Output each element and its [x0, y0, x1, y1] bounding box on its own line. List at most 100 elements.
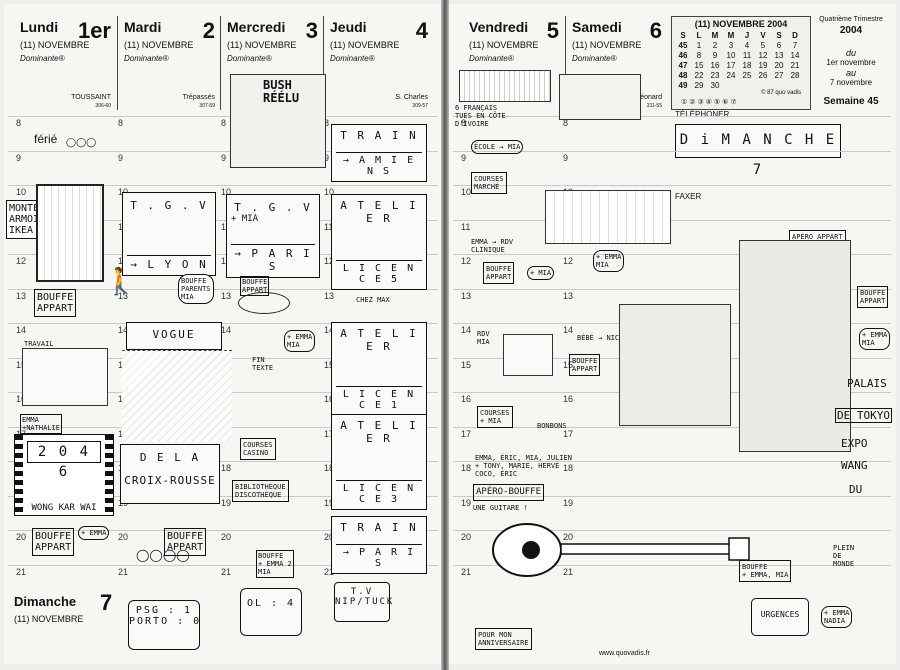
day-dominante: Dominante® — [469, 54, 514, 63]
note-bouffe-emma-mia: BOUFFE + EMMA, MIA — [739, 560, 792, 582]
calendar-day-cell: 13 — [774, 50, 784, 60]
moon-phases-icon: ① ② ③ ④ ⑤ ⑥ ⑦ — [681, 99, 737, 106]
hour-line — [453, 116, 891, 117]
hour-line — [453, 185, 891, 186]
hour-line — [453, 495, 891, 497]
licence-label: L I C E N C E 3 — [336, 480, 422, 505]
au-date: 7 novembre — [829, 78, 873, 87]
hour-line — [453, 219, 891, 221]
paris-label: → P A R I S — [336, 544, 422, 569]
semaine-label: Semaine 45 — [823, 96, 879, 107]
day-number: 2 — [202, 18, 215, 43]
hour-line — [453, 426, 891, 428]
du-label: du — [845, 48, 856, 58]
calendar-day-cell: 46 — [678, 50, 688, 60]
hour-label: 15 — [324, 359, 335, 370]
tgv-label: T . G . V — [130, 199, 208, 212]
calendar-day-cell: 23 — [710, 70, 720, 80]
day-dominante: Dominante® — [330, 54, 375, 63]
paris-label: → P A R I S — [231, 244, 315, 273]
sailboat-drawing — [503, 334, 553, 376]
calendar-day-cell: 20 — [774, 60, 784, 70]
hour-label: 10 — [324, 187, 335, 197]
hour-label: 20 — [563, 532, 574, 542]
day-column-monday: Lundi 1er (11) NOVEMBRE Dominante® TOUSS… — [14, 16, 117, 110]
day-code: 306-60 — [95, 103, 111, 109]
hour-label: 12 — [16, 256, 27, 266]
calendar-day-cell: 49 — [678, 80, 688, 90]
hour-label: 8 — [16, 118, 22, 128]
calendar-day-cell: 28 — [790, 70, 800, 80]
ferie-circles-icon: ◯◯◯ — [66, 137, 97, 147]
hour-label: 8 — [118, 118, 124, 128]
calendar-title: (11) NOVEMBRE 2004 — [694, 19, 788, 29]
calendar-copyright: © 87 quo vadis — [761, 90, 802, 96]
hour-line — [8, 185, 438, 186]
day-dominante: Dominante® — [124, 54, 169, 63]
hour-line — [8, 219, 438, 221]
calendar-day-cell: 18 — [742, 60, 752, 70]
book-spine — [441, 0, 449, 670]
calendar-head-cell: J — [744, 30, 750, 40]
note-atelier-licence-1: A T E L I E R L I C E N C E 1 — [331, 322, 427, 416]
note-wang: WANG — [841, 459, 868, 472]
hour-label: 20 — [221, 532, 232, 542]
hour-label: 12 — [461, 256, 472, 266]
hour-label: 18 — [221, 463, 232, 473]
note-atelier-licence-3: A T E L I E R L I C E N C E 3 — [331, 414, 427, 510]
truck-drawing — [559, 74, 641, 120]
note-bouffe-parents: BOUFFE PARENTS MIA — [178, 274, 214, 304]
day-column-friday: Vendredi 5 (11) NOVEMBRE Dominante® — [463, 16, 565, 110]
day-number: 3 — [305, 18, 318, 43]
hour-label: 11 — [461, 221, 471, 232]
note-rdv-mia: RDV MIA — [477, 330, 490, 346]
hour-label: 18 — [461, 463, 472, 473]
hour-label: 21 — [16, 566, 27, 577]
market-drawing — [545, 190, 671, 244]
calendar-day-cell: 14 — [790, 50, 800, 60]
note-apero-bouffe: APÉRO-BOUFFE — [473, 484, 545, 501]
note-bouffe-appart-tue: BOUFFE APPART — [164, 528, 207, 556]
note-fin-texte: FIN TEXTE — [252, 356, 274, 372]
note-tgv-lyon: T . G . V → L Y O N — [122, 192, 216, 276]
hour-label: 14 — [461, 325, 472, 335]
day-code: 309-57 — [412, 103, 428, 109]
tv-psg-porto: PSG : 1 PORTO : 0 — [128, 600, 200, 650]
plates-icon: ◯◯◯◯ — [136, 548, 190, 562]
note-expo: EXPO — [841, 437, 868, 450]
day-saint: Léonard — [636, 94, 662, 101]
bush-headline: BUSH RÉÉLU — [263, 78, 300, 105]
day-month: (11) NOVEMBRE — [227, 40, 297, 50]
croix-rousse-label: CROIX-ROUSSE — [124, 474, 216, 487]
day-name: Lundi — [20, 19, 59, 35]
bush-drawing: BUSH RÉÉLU — [230, 74, 326, 168]
note-travail: TRAVAIL — [24, 340, 54, 348]
note-bouffe-appart-2: BOUFFE APPART — [32, 528, 75, 556]
hour-line — [453, 288, 891, 290]
guitar-drawing — [473, 512, 753, 582]
note-bouffe-emma-2: BOUFFE + EMMA 2 MIA — [256, 550, 294, 578]
hour-label: 14 — [563, 325, 574, 335]
sunday-number: 7 — [100, 590, 113, 615]
guitar-icon — [492, 523, 750, 577]
calendar-day-cell: 30 — [710, 80, 720, 90]
hour-label: 10 — [221, 187, 232, 197]
day-name: Mardi — [124, 19, 162, 35]
note-bouffe-appart-1: BOUFFE APPART — [34, 289, 77, 317]
note-atelier-licence-5: A T E L I E R L I C E N C E 5 — [331, 194, 427, 290]
plate-drawing — [238, 292, 290, 314]
hour-line — [8, 461, 438, 462]
hour-label: 13 — [563, 290, 574, 301]
train-label: T R A I N — [340, 521, 418, 534]
mini-calendar: (11) NOVEMBRE 2004 — [671, 16, 811, 110]
hour-label: 11 — [324, 221, 334, 232]
hour-label: 8 — [221, 118, 227, 128]
note-emma-nathalie: EMMA +NATHALIE — [20, 414, 62, 434]
day-number: 6 — [649, 18, 662, 43]
telephoner-label: TÉLÉPHONER — [675, 110, 730, 119]
faxer-label: FAXER — [675, 192, 702, 201]
hour-label: 21 — [221, 566, 232, 577]
hour-label: 17 — [563, 428, 574, 439]
film-director: WONG KAR WAI — [27, 503, 101, 513]
